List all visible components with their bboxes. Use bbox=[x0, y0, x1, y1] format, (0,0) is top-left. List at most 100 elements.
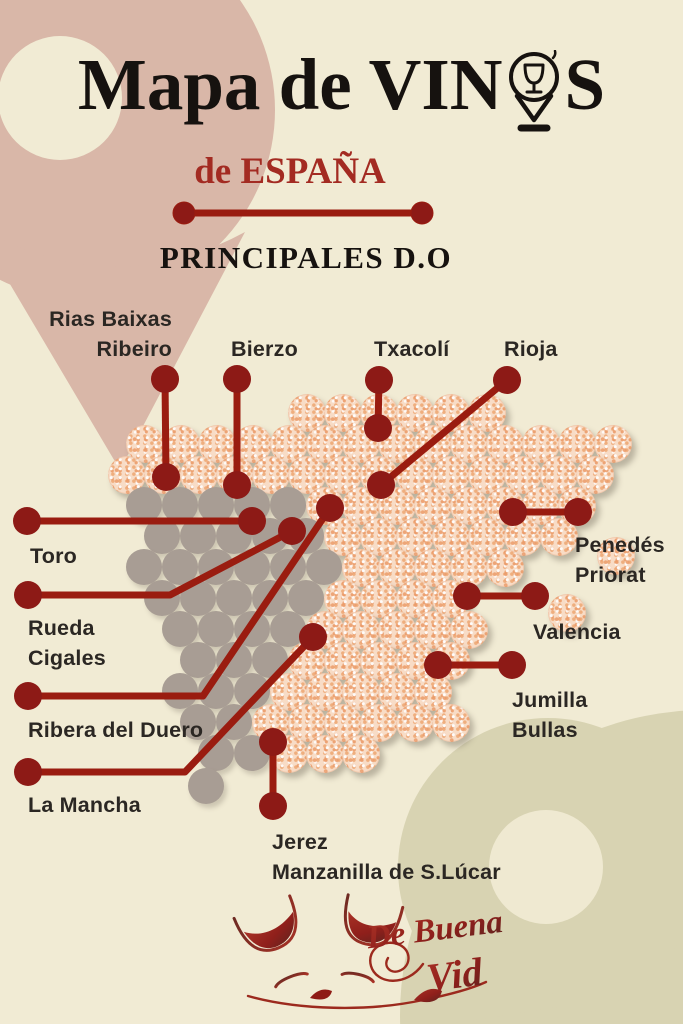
connector-endpoint-dot bbox=[367, 471, 395, 499]
map-dot-cork bbox=[548, 594, 586, 632]
de-buena-vid-logo: De Buena Vid bbox=[232, 893, 505, 1010]
region-label-line: Txacolí bbox=[374, 337, 450, 361]
map-dot-cork bbox=[432, 704, 470, 742]
connector-endpoint-dot bbox=[14, 682, 42, 710]
map-dot-gray bbox=[162, 611, 198, 647]
connector-endpoint-dot bbox=[424, 651, 452, 679]
region-label-line: Bierzo bbox=[231, 337, 298, 361]
grape-leaf-icon bbox=[414, 988, 442, 1003]
region-label-ribera-del-duero: Ribera del Duero bbox=[28, 715, 203, 745]
map-dot-cork bbox=[306, 735, 344, 773]
logo-text-line2: Vid bbox=[424, 949, 486, 1001]
connector-endpoint-dot bbox=[278, 517, 306, 545]
connector-endpoint-dot bbox=[259, 728, 287, 756]
sage-map-pin-shape bbox=[398, 710, 683, 1024]
map-dot-gray bbox=[162, 673, 198, 709]
connector-endpoint-dot bbox=[223, 365, 251, 393]
wine-glasses-icon bbox=[232, 893, 488, 1010]
region-label-bierzo: Bierzo bbox=[231, 334, 298, 364]
connector-endpoint-dot bbox=[364, 414, 392, 442]
region-label-line: Jerez bbox=[272, 830, 328, 854]
connector-endpoint-dot bbox=[151, 365, 179, 393]
region-label-line: Toro bbox=[30, 544, 77, 568]
map-dot-cork bbox=[540, 518, 578, 556]
map-dot-cork bbox=[360, 704, 398, 742]
connector-endpoint-dot bbox=[259, 792, 287, 820]
map-dot-gray bbox=[180, 704, 216, 740]
region-label-la-mancha: La Mancha bbox=[28, 790, 141, 820]
region-label-line: Jumilla bbox=[512, 688, 588, 712]
region-label-line: Ribera del Duero bbox=[28, 718, 204, 742]
region-label-line: Cigales bbox=[28, 646, 106, 670]
region-label-valencia: Valencia bbox=[533, 617, 621, 647]
region-label-line: Rueda bbox=[28, 616, 95, 640]
page-title-suffix: S bbox=[564, 44, 606, 125]
region-label-line: Penedés bbox=[575, 533, 665, 557]
region-label-line: Bullas bbox=[512, 718, 578, 742]
region-label-line: Valencia bbox=[533, 620, 621, 644]
connector-endpoint-dot bbox=[316, 494, 344, 522]
connector-endpoint-dot bbox=[223, 471, 251, 499]
map-dot-gray bbox=[126, 549, 162, 585]
connector-endpoint-dot bbox=[564, 498, 592, 526]
map-dot-gray bbox=[180, 642, 216, 678]
logo-text-line1: De Buena bbox=[364, 904, 505, 957]
region-label-rioja: Rioja bbox=[504, 334, 558, 364]
map-dot-gray bbox=[306, 549, 342, 585]
map-dot-gray bbox=[126, 487, 162, 523]
rose-pin-hole bbox=[0, 36, 122, 160]
connector-endpoint-dot bbox=[498, 651, 526, 679]
connector-endpoint-dot bbox=[14, 758, 42, 786]
connector-line-ribera-del-duero bbox=[28, 506, 333, 700]
map-dot-gray bbox=[216, 580, 252, 616]
connector-line-rias-baixas-ribeiro bbox=[161, 378, 170, 478]
map-dot-gray bbox=[270, 487, 306, 523]
map-dot-gray bbox=[198, 611, 234, 647]
wine-glass-pin-icon bbox=[509, 49, 560, 131]
page-title: Mapa de VIN S bbox=[0, 44, 683, 131]
region-label-line: Manzanilla de S.Lúcar bbox=[272, 860, 501, 884]
map-dot-cork bbox=[432, 456, 470, 494]
connector-endpoint-dot bbox=[365, 366, 393, 394]
region-label-line: Rias Baixas bbox=[49, 307, 172, 331]
page-title-prefix: Mapa de VIN bbox=[77, 44, 503, 125]
sage-pin-hole bbox=[489, 810, 603, 924]
region-label-line: Priorat bbox=[575, 563, 646, 587]
connector-endpoint-dot bbox=[14, 581, 42, 609]
connector-endpoint-dot bbox=[453, 582, 481, 610]
region-label-line: Ribeiro bbox=[96, 337, 172, 361]
map-dot-gray bbox=[188, 768, 224, 804]
region-label-txacoli: Txacolí bbox=[374, 334, 450, 364]
region-label-line: La Mancha bbox=[28, 793, 141, 817]
connector-endpoint-dot bbox=[493, 366, 521, 394]
map-dot-cork bbox=[396, 704, 434, 742]
section-title: PRINCIPALES D.O bbox=[159, 240, 453, 275]
rose-map-pin-shape bbox=[0, 0, 275, 470]
connector-line-rioja bbox=[378, 377, 510, 488]
map-dot-cork bbox=[324, 518, 362, 556]
region-label-line: Rioja bbox=[504, 337, 558, 361]
connector-endpoint-dot bbox=[238, 507, 266, 535]
map-dot-gray bbox=[162, 549, 198, 585]
connector-endpoint-dot bbox=[499, 498, 527, 526]
connector-line-rueda-cigales bbox=[28, 527, 294, 599]
connector-endpoint-dot bbox=[13, 507, 41, 535]
page-subtitle: de ESPAÑA bbox=[194, 151, 386, 192]
connector-line-la-mancha bbox=[28, 634, 316, 776]
connector-endpoint-dot bbox=[152, 463, 180, 491]
title-divider bbox=[172, 201, 434, 225]
map-dot-gray bbox=[288, 580, 324, 616]
map-dot-cork bbox=[342, 735, 380, 773]
connector-endpoint-dot bbox=[521, 582, 549, 610]
connector-endpoint-dot bbox=[299, 623, 327, 651]
map-dot-gray bbox=[162, 487, 198, 523]
